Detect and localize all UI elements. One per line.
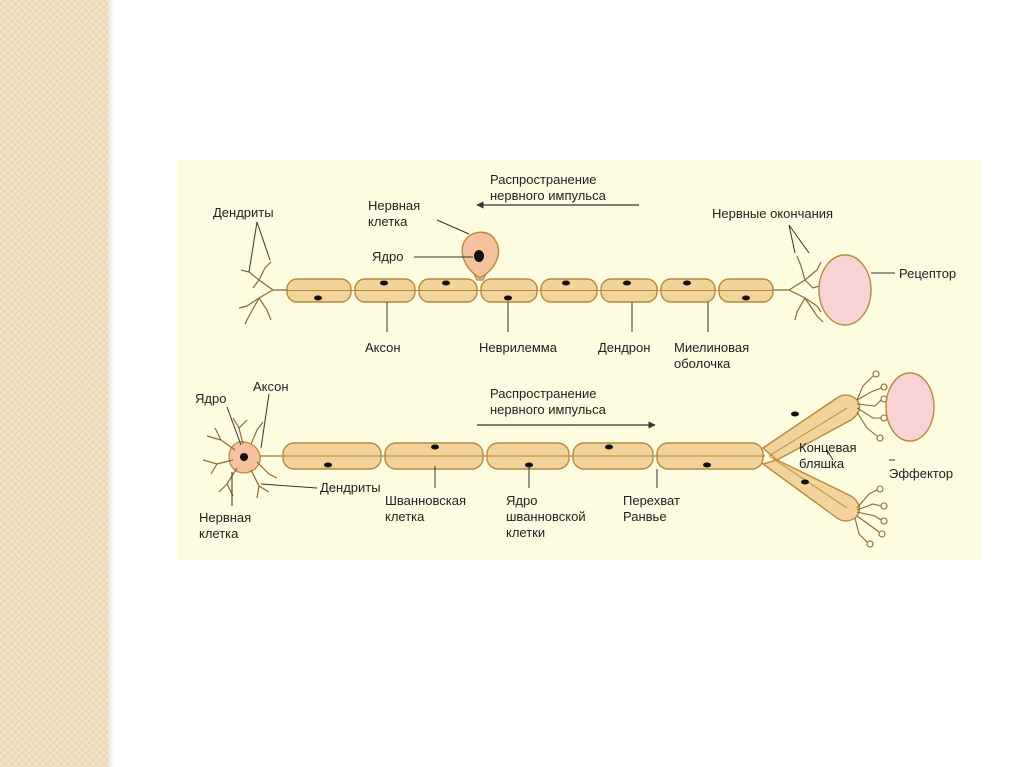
nerve-cell-nucleus <box>474 250 484 262</box>
bottom-ranvier-label-1: Перехват <box>623 493 680 508</box>
neuron-diagram-svg: Распространение нервного импульса Дендри… <box>195 172 956 548</box>
lower-end-plate-branches <box>854 489 882 543</box>
bottom-impulse-label-2: нервного импульса <box>490 402 607 417</box>
schwann-nuclei <box>314 280 750 301</box>
lower-end-plates <box>866 485 888 548</box>
upper-end-plates <box>872 370 888 442</box>
bottom-nerve-cell-label-2: клетка <box>199 526 239 541</box>
upper-end-plate-branches <box>856 375 882 437</box>
bottom-effector-label: Эффектор <box>889 466 953 481</box>
top-axon-label: Аксон <box>365 340 401 355</box>
motor-cell-dendrites <box>202 417 278 499</box>
top-dendrites-label: Дендриты <box>213 205 274 220</box>
top-neurilemma-label: Неврилемма <box>479 340 558 355</box>
motor-schwann-nuclei <box>324 411 809 485</box>
bottom-schwann-nucleus-label-1: Ядро <box>506 493 537 508</box>
bottom-nerve-cell-label-1: Нервная <box>199 510 251 525</box>
slide-decor-panel <box>0 0 108 767</box>
effector-shape <box>885 372 935 442</box>
bottom-schwann-nucleus-label-3: клетки <box>506 525 545 540</box>
nerve-ending-tuft-right <box>773 255 824 323</box>
slide-decor-shadow <box>108 0 114 767</box>
top-receptor-label: Рецептор <box>899 266 956 281</box>
bottom-schwann-nucleus-label-2: шванновской <box>506 509 586 524</box>
top-myelin-label-2: оболочка <box>674 356 731 371</box>
motor-cell-nucleus <box>240 453 248 461</box>
top-nerve-cell-label-1: Нервная <box>368 198 420 213</box>
top-impulse-label-2: нервного импульса <box>490 188 607 203</box>
receptor-shape <box>818 254 872 326</box>
top-nerve-endings-label: Нервные окончания <box>712 206 833 221</box>
sensory-neuron <box>238 231 872 326</box>
top-impulse-label-1: Распространение <box>490 172 596 187</box>
bottom-dendrites-label: Дендриты <box>320 480 381 495</box>
bottom-schwann-label-1: Шванновская <box>385 493 466 508</box>
upper-branch-core <box>768 407 848 457</box>
bottom-ranvier-label-2: Ранвье <box>623 509 667 524</box>
top-nucleus-label: Ядро <box>372 249 403 264</box>
bottom-leader-lines <box>226 393 895 506</box>
top-myelin-label-1: Миелиновая <box>674 340 749 355</box>
bottom-impulse-label-1: Распространение <box>490 386 596 401</box>
motor-neuron <box>202 370 935 548</box>
neuron-diagram: Распространение нервного импульса Дендри… <box>177 160 982 560</box>
bottom-schwann-label-2: клетка <box>385 509 425 524</box>
bottom-end-plate-label-2: бляшка <box>799 456 845 471</box>
top-leader-lines <box>248 219 895 332</box>
dendrite-tuft-left <box>238 261 287 325</box>
top-nerve-cell-label-2: клетка <box>368 214 408 229</box>
bottom-end-plate-label-1: Концевая <box>799 440 857 455</box>
top-dendron-label: Дендрон <box>598 340 650 355</box>
bottom-nucleus-label: Ядро <box>195 391 226 406</box>
bottom-axon-label: Аксон <box>253 379 289 394</box>
